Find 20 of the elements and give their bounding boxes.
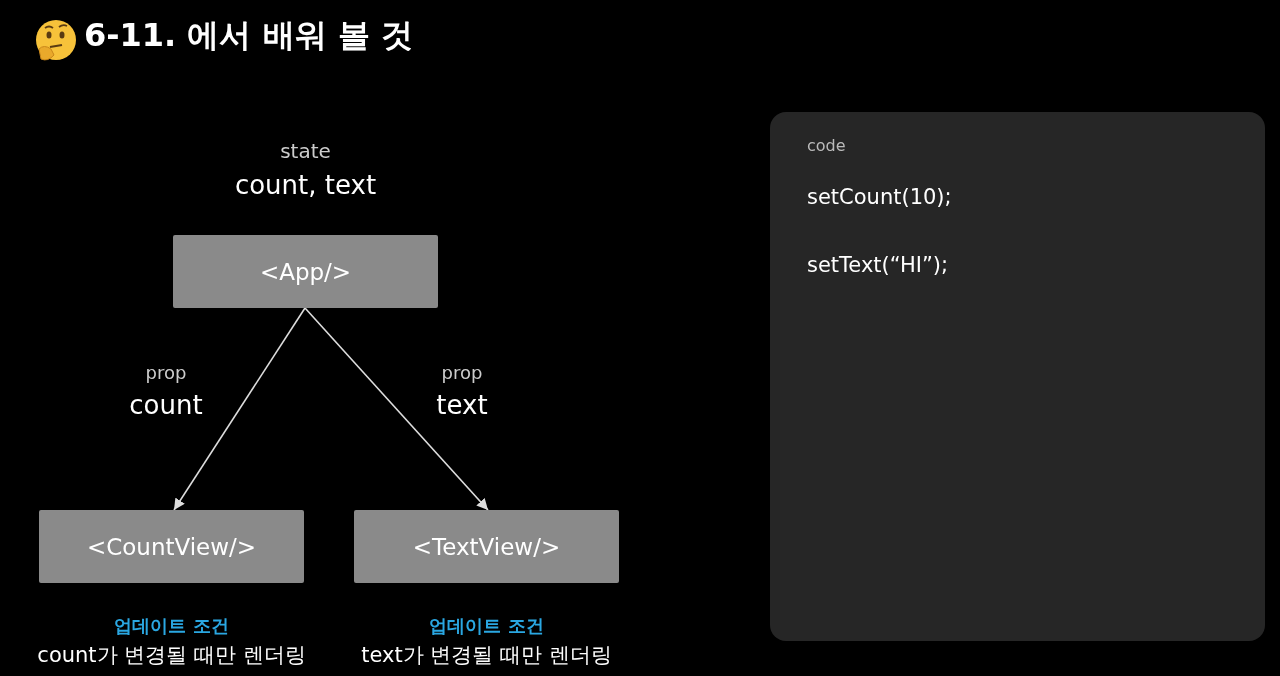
code-panel [770,112,1265,641]
state-caption: state [280,139,331,163]
component-box: <TextView/> [354,510,619,583]
condition-text: text가 변경될 때만 렌더링 [361,642,612,669]
code-line: setCount(10); [807,185,952,209]
state-values: count, text [234,170,377,200]
prop-name: text [436,390,488,420]
prop-caption: prop [145,362,187,383]
condition-heading: 업데이트 조건 [429,614,544,638]
component-box: <CountView/> [39,510,304,583]
condition-text: count가 변경될 때만 렌더링 [37,642,306,669]
arrow [304,307,489,511]
component-box: <App/> [173,235,438,308]
condition-heading: 업데이트 조건 [114,614,229,638]
prop-name: count [129,390,203,420]
prop-caption: prop [441,362,483,383]
code-line: setText(“HI”); [807,253,949,277]
slide-title: 6-11. 에서 배워 볼 것 [84,15,413,56]
arrow [173,307,306,511]
panel-heading: code [807,136,846,155]
